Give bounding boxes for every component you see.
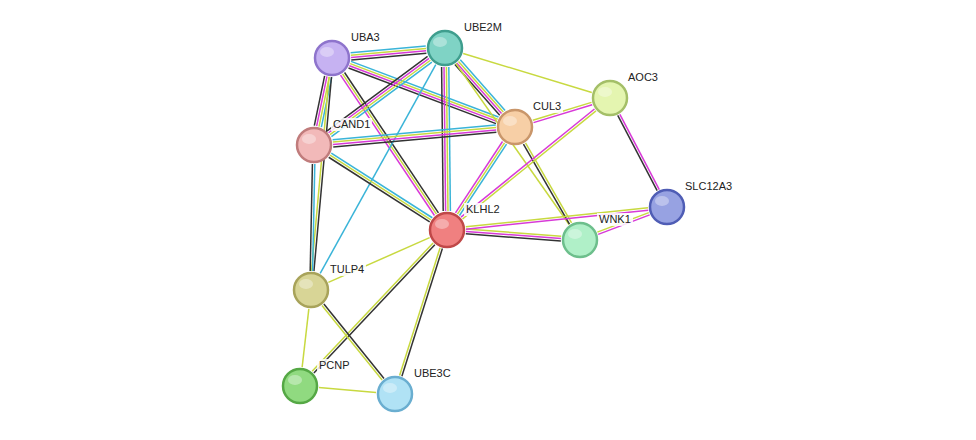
evidence-line <box>461 109 594 217</box>
interaction-edge <box>455 142 506 216</box>
evidence-line <box>446 67 448 211</box>
interaction-edge <box>319 388 376 393</box>
interaction-edge <box>523 143 571 224</box>
evidence-line <box>402 248 443 376</box>
evidence-line <box>618 115 657 190</box>
protein-node <box>296 127 332 163</box>
evidence-line <box>620 114 659 189</box>
node-label: SLC12A3 <box>683 180 734 193</box>
interaction-edge <box>329 153 433 222</box>
evidence-line <box>400 248 441 376</box>
evidence-line <box>444 67 446 211</box>
protein-node <box>282 368 318 404</box>
protein-node <box>429 212 465 248</box>
evidence-line <box>330 155 431 220</box>
evidence-line <box>442 67 444 211</box>
node-label: AOC3 <box>626 71 660 84</box>
interaction-edge <box>442 67 451 211</box>
protein-node <box>314 40 350 76</box>
evidence-line <box>466 234 561 241</box>
node-circle <box>293 272 329 308</box>
node-circle <box>296 127 332 163</box>
node-circle <box>427 30 463 66</box>
evidence-line <box>333 130 496 145</box>
interaction-edge <box>618 114 660 190</box>
interaction-edge <box>461 109 596 219</box>
node-label: PCNP <box>317 359 352 372</box>
node-label: UBE2M <box>462 21 504 34</box>
node-circle <box>377 376 413 412</box>
node-circle <box>314 40 350 76</box>
evidence-line <box>597 213 648 233</box>
evidence-line <box>314 245 435 373</box>
node-label: KLHL2 <box>464 203 502 216</box>
node-circle <box>497 109 533 145</box>
evidence-line <box>319 388 376 393</box>
evidence-line <box>523 144 569 224</box>
interaction-edge <box>597 213 649 235</box>
interaction-edge <box>302 309 309 367</box>
protein-node <box>293 272 329 308</box>
evidence-line <box>331 153 432 218</box>
evidence-line <box>314 76 324 126</box>
node-label: UBE3C <box>412 367 453 380</box>
evidence-line <box>313 164 315 271</box>
protein-node <box>649 189 685 225</box>
interaction-edge <box>312 77 332 271</box>
interaction-edge <box>310 164 315 271</box>
node-label: WNK1 <box>597 213 633 226</box>
protein-node <box>562 222 598 258</box>
evidence-line <box>312 77 330 271</box>
evidence-line <box>329 157 430 222</box>
node-circle <box>649 189 685 225</box>
protein-node <box>592 80 628 116</box>
interaction-edge <box>463 54 592 93</box>
evidence-line <box>457 63 502 114</box>
node-label: UBA3 <box>349 31 382 44</box>
evidence-line <box>312 243 433 371</box>
node-label: CUL3 <box>531 100 563 113</box>
evidence-line <box>330 60 430 134</box>
interaction-edge <box>455 60 505 115</box>
node-label: TULP4 <box>328 263 366 276</box>
protein-node <box>497 109 533 145</box>
evidence-line <box>526 143 572 223</box>
evidence-line <box>310 164 312 271</box>
node-circle <box>282 368 318 404</box>
evidence-line <box>314 77 332 271</box>
evidence-line <box>449 67 451 211</box>
interaction-edge <box>351 46 427 60</box>
protein-node <box>377 376 413 412</box>
evidence-line <box>328 238 429 283</box>
interaction-edge <box>328 238 429 283</box>
interaction-edge <box>466 229 561 241</box>
node-circle <box>592 80 628 116</box>
evidence-line <box>302 309 309 367</box>
evidence-line <box>459 144 506 215</box>
node-circle <box>429 212 465 248</box>
interaction-edge <box>312 243 435 373</box>
interaction-edge <box>400 248 443 377</box>
node-label: CAND1 <box>331 118 372 131</box>
node-circle <box>562 222 598 258</box>
evidence-line <box>458 61 503 112</box>
evidence-line <box>463 54 592 93</box>
protein-node <box>427 30 463 66</box>
evidence-line <box>333 132 496 147</box>
evidence-line <box>351 53 426 60</box>
evidence-line <box>463 111 596 219</box>
